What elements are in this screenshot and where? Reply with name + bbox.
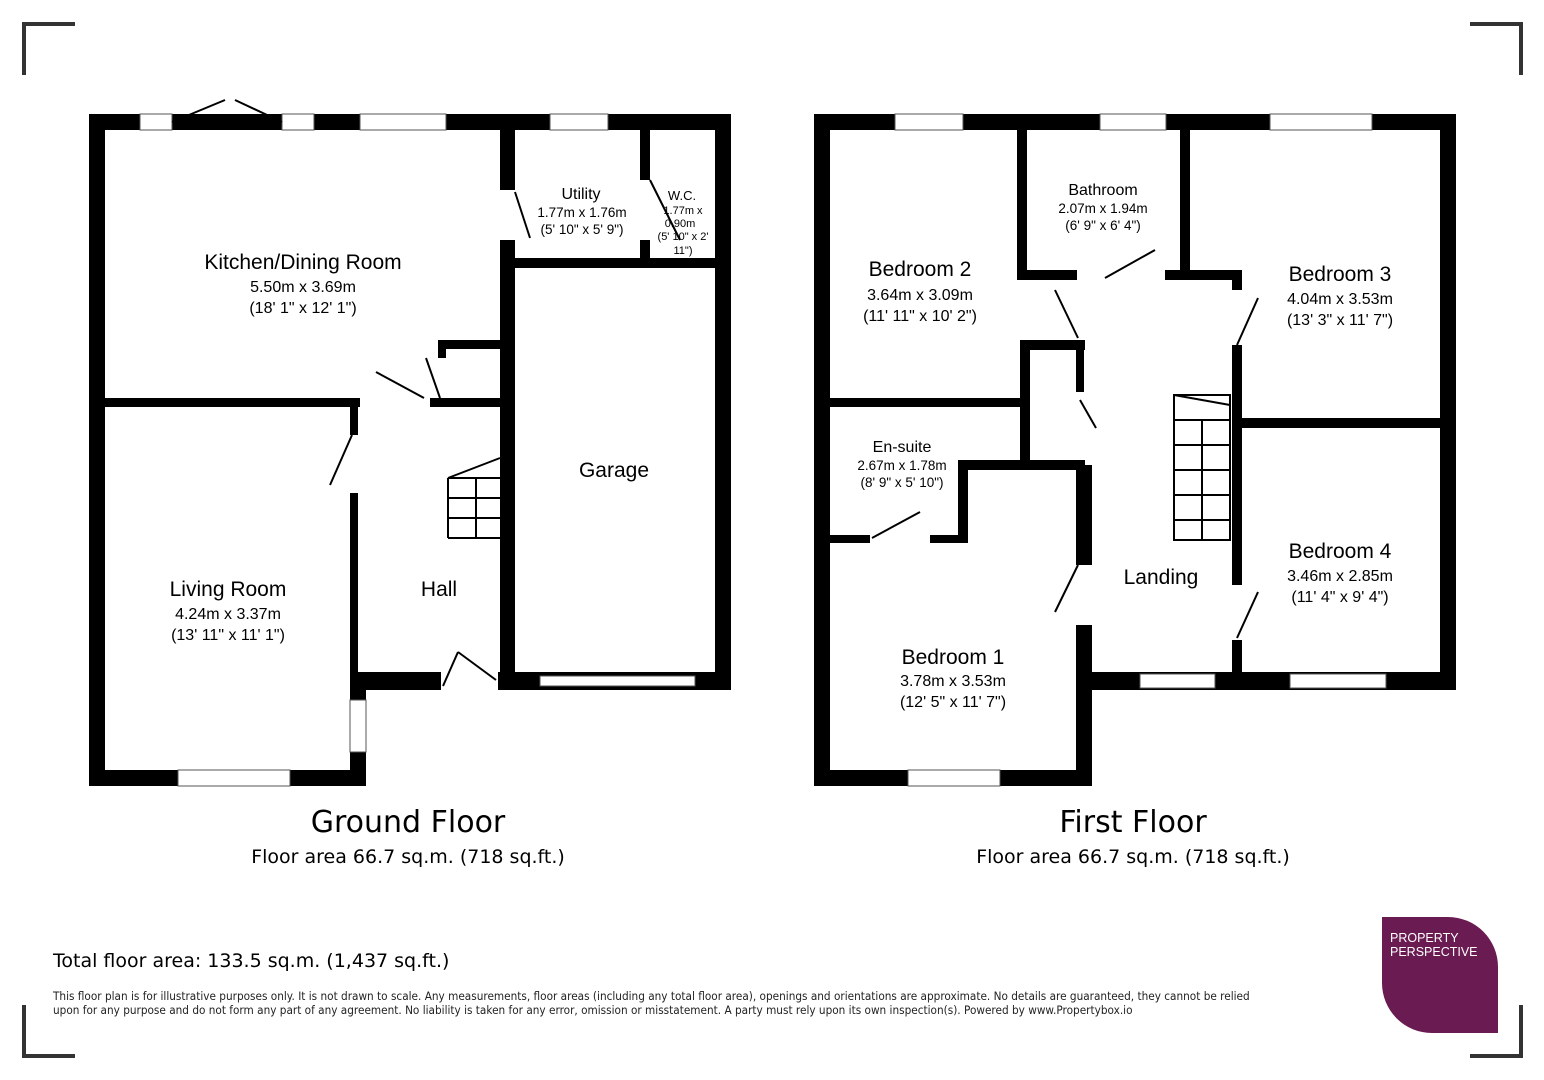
room-bedroom-3: Bedroom 3 4.04m x 3.53m (13' 3" x 11' 7"… — [1287, 263, 1393, 329]
svg-text:(13' 3" x 11' 7"): (13' 3" x 11' 7") — [1287, 312, 1393, 329]
svg-text:Bathroom: Bathroom — [1068, 182, 1137, 199]
svg-text:2.07m x 1.94m: 2.07m x 1.94m — [1058, 201, 1147, 216]
svg-text:3.64m x 3.09m: 3.64m x 3.09m — [867, 287, 973, 304]
svg-text:Bedroom 4: Bedroom 4 — [1289, 540, 1392, 563]
svg-text:(5' 10" x 5' 9"): (5' 10" x 5' 9") — [540, 222, 623, 237]
svg-text:11"): 11") — [674, 245, 693, 257]
crop-mark — [22, 22, 75, 26]
svg-text:1.77m x 1.76m: 1.77m x 1.76m — [537, 205, 626, 220]
room-utility: Utility 1.77m x 1.76m (5' 10" x 5' 9") — [537, 186, 626, 237]
svg-text:(12' 5" x 11' 7"): (12' 5" x 11' 7") — [900, 694, 1006, 711]
room-bedroom-4: Bedroom 4 3.46m x 2.85m (11' 4" x 9' 4") — [1287, 540, 1393, 606]
ground-floor-title: Ground Floor — [310, 805, 506, 840]
svg-text:En-suite: En-suite — [873, 439, 932, 456]
crop-mark — [1519, 1005, 1523, 1058]
svg-text:5.50m x 3.69m: 5.50m x 3.69m — [250, 279, 356, 296]
room-en-suite: En-suite 2.67m x 1.78m (8' 9" x 5' 10") — [857, 439, 946, 490]
room-kitchen-dining: Kitchen/Dining Room 5.50m x 3.69m (18' 1… — [204, 251, 401, 317]
room-garage: Garage — [579, 459, 649, 482]
svg-text:3.46m x 2.85m: 3.46m x 2.85m — [1287, 568, 1393, 585]
room-bedroom-2: Bedroom 2 3.64m x 3.09m (11' 11" x 10' 2… — [863, 258, 977, 325]
svg-text:(13' 11" x 11' 1"): (13' 11" x 11' 1") — [171, 627, 285, 644]
svg-text:Bedroom 3: Bedroom 3 — [1289, 263, 1392, 286]
svg-text:(18' 1" x 12' 1"): (18' 1" x 12' 1") — [249, 300, 356, 317]
logo-line-2: PERSPECTIVE — [1390, 945, 1478, 959]
svg-text:Bedroom 2: Bedroom 2 — [869, 258, 972, 281]
svg-text:Bedroom 1: Bedroom 1 — [902, 646, 1005, 669]
room-hall: Hall — [421, 578, 457, 601]
svg-text:(8' 9" x 5' 10"): (8' 9" x 5' 10") — [860, 475, 943, 490]
svg-text:(5' 10" x 2': (5' 10" x 2' — [658, 231, 709, 243]
room-landing: Landing — [1124, 566, 1199, 589]
room-bathroom: Bathroom 2.07m x 1.94m (6' 9" x 6' 4") — [1058, 182, 1147, 233]
svg-text:4.04m x 3.53m: 4.04m x 3.53m — [1287, 291, 1393, 308]
ground-floor-walls — [89, 99, 731, 787]
svg-text:2.67m x 1.78m: 2.67m x 1.78m — [857, 458, 946, 473]
crop-mark — [22, 22, 26, 75]
disclaimer: This floor plan is for illustrative purp… — [53, 990, 1250, 1017]
svg-text:Living Room: Living Room — [170, 578, 287, 601]
ground-floor-caption: Ground Floor Floor area 66.7 sq.m. (718 … — [158, 805, 658, 868]
crop-mark — [1519, 22, 1523, 75]
svg-text:4.24m x 3.37m: 4.24m x 3.37m — [175, 606, 281, 623]
svg-text:W.C.: W.C. — [668, 188, 696, 203]
first-floor-area: Floor area 66.7 sq.m. (718 sq.ft.) — [976, 846, 1290, 868]
crop-mark — [1470, 1054, 1523, 1058]
ground-floor-area: Floor area 66.7 sq.m. (718 sq.ft.) — [251, 846, 565, 868]
first-floor-walls — [814, 113, 1456, 787]
svg-text:Utility: Utility — [561, 186, 600, 203]
crop-mark — [1470, 22, 1523, 26]
svg-text:(11' 11" x 10' 2"): (11' 11" x 10' 2") — [863, 308, 977, 325]
logo-line-1: PROPERTY — [1390, 931, 1459, 945]
svg-text:Kitchen/Dining Room: Kitchen/Dining Room — [204, 251, 401, 274]
svg-text:0.90m: 0.90m — [665, 218, 696, 230]
svg-text:(6' 9" x 6' 4"): (6' 9" x 6' 4") — [1065, 218, 1141, 233]
room-living: Living Room 4.24m x 3.37m (13' 11" x 11'… — [170, 578, 287, 644]
svg-text:1.77m x: 1.77m x — [663, 205, 703, 217]
room-wc: W.C. 1.77m x 0.90m (5' 10" x 2' 11") — [658, 188, 709, 257]
room-bedroom-1: Bedroom 1 3.78m x 3.53m (12' 5" x 11' 7"… — [900, 646, 1006, 711]
first-floor-title: First Floor — [1059, 805, 1207, 840]
first-floor-caption: First Floor Floor area 66.7 sq.m. (718 s… — [883, 805, 1383, 868]
crop-mark — [22, 1054, 75, 1058]
svg-text:3.78m x 3.53m: 3.78m x 3.53m — [900, 673, 1006, 690]
total-floor-area: Total floor area: 133.5 sq.m. (1,437 sq.… — [53, 950, 450, 972]
crop-mark — [22, 1005, 26, 1058]
svg-text:(11' 4" x 9' 4"): (11' 4" x 9' 4") — [1291, 589, 1388, 606]
